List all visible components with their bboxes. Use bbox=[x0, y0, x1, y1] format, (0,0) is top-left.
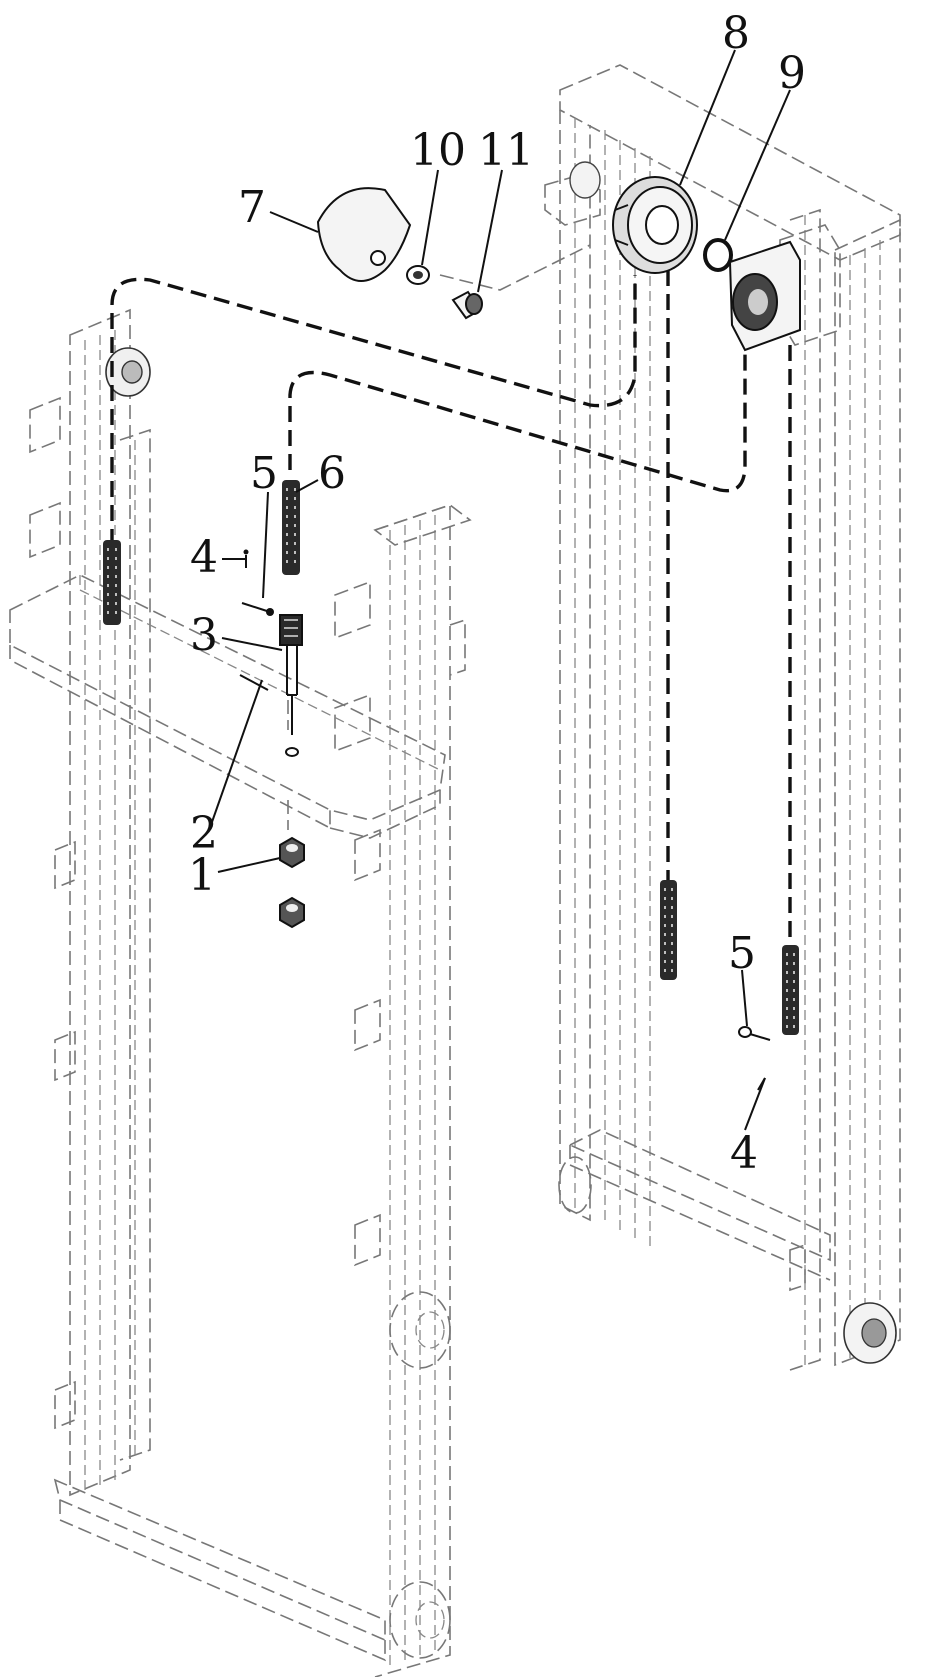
callout-10: 10 bbox=[410, 125, 466, 176]
right-pulley-assembly bbox=[728, 240, 801, 352]
callout-5-upper: 5 bbox=[250, 448, 278, 499]
callout-4-lower: 4 bbox=[730, 1128, 758, 1179]
lift-chain-right-b bbox=[782, 945, 799, 1035]
chain-pulley-part bbox=[612, 176, 698, 274]
callout-9: 9 bbox=[778, 48, 806, 99]
outer-mast-outline bbox=[544, 64, 901, 1371]
callout-8: 8 bbox=[722, 8, 750, 59]
callout-3: 3 bbox=[190, 610, 218, 661]
callout-1: 1 bbox=[188, 850, 216, 901]
chain-routing-path bbox=[110, 244, 792, 945]
callout-labels: 1 2 3 4 5 6 7 8 9 10 11 5 4 bbox=[188, 8, 806, 1179]
washer-part bbox=[406, 265, 430, 285]
split-pin-part-upper bbox=[243, 549, 249, 568]
snap-ring-part bbox=[703, 238, 733, 272]
chain-anchor-bolt-part bbox=[279, 614, 303, 757]
lift-chains bbox=[103, 480, 799, 1035]
pulley-guard-part bbox=[316, 187, 412, 282]
callout-11: 11 bbox=[478, 125, 534, 176]
callout-7: 7 bbox=[238, 182, 266, 233]
inner-mast-outline bbox=[29, 308, 472, 1677]
chain-pin-part-lower bbox=[738, 1026, 771, 1041]
callout-5-lower: 5 bbox=[728, 928, 756, 979]
lift-chain-left-front bbox=[103, 540, 121, 625]
lift-chain-center bbox=[282, 480, 300, 575]
carriage-crossbar-outline bbox=[9, 574, 446, 839]
leader-lines bbox=[211, 49, 791, 1131]
callout-4-upper: 4 bbox=[190, 532, 218, 583]
nut-part bbox=[279, 836, 305, 929]
chain-pin-part-upper bbox=[241, 602, 274, 616]
cotter-pin-part bbox=[239, 674, 269, 691]
bolt-part bbox=[451, 290, 483, 320]
callout-6: 6 bbox=[318, 448, 346, 499]
lift-chain-right-a bbox=[660, 880, 677, 980]
callout-2: 2 bbox=[190, 808, 218, 859]
